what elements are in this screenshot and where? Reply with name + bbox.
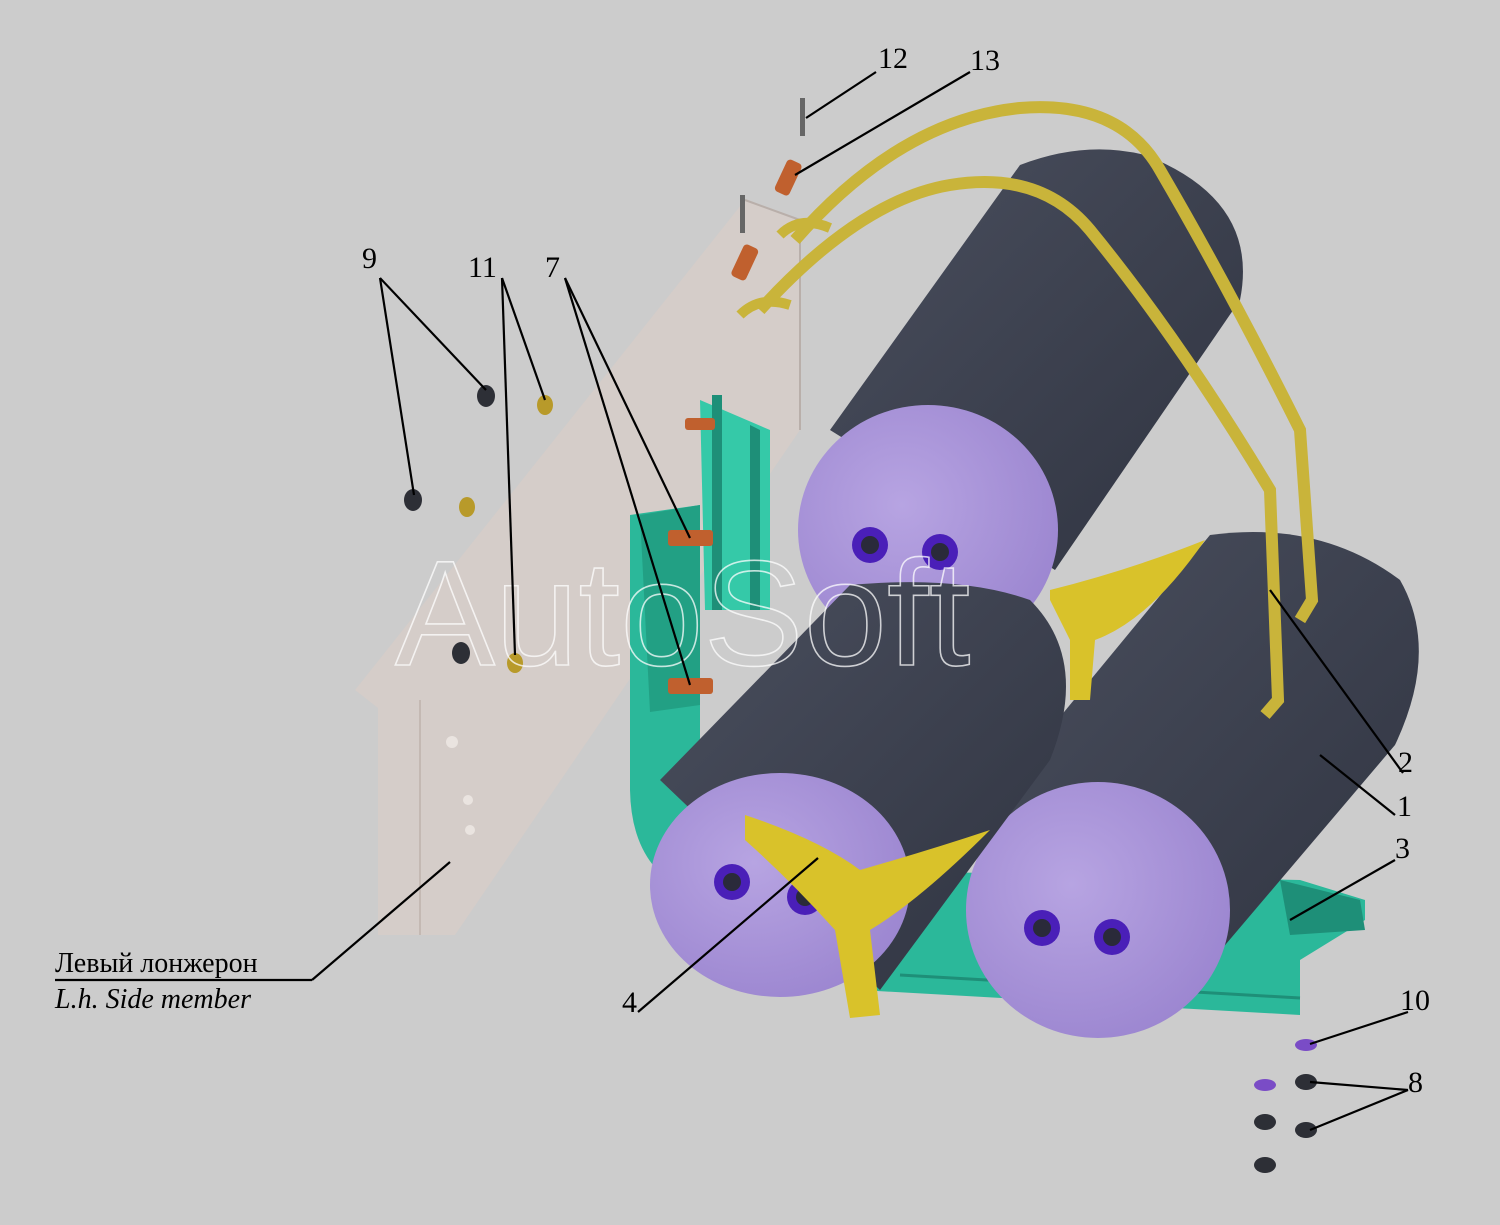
leader-lines bbox=[55, 71, 1409, 1132]
callout-numbers: 2 1 3 4 7 8 9 10 11 12 13 bbox=[362, 42, 1430, 1099]
callout-label: 4 bbox=[622, 986, 637, 1019]
tank-spacers bbox=[745, 540, 1205, 1018]
callout-label: 9 bbox=[362, 242, 377, 275]
callout-label: 11 bbox=[468, 251, 497, 284]
tank-right bbox=[966, 532, 1419, 1038]
callout-label: 13 bbox=[970, 44, 1000, 77]
callout-label: 1 bbox=[1397, 790, 1412, 823]
callout-label: 10 bbox=[1400, 984, 1430, 1017]
strap-pins bbox=[731, 98, 805, 281]
side-member bbox=[355, 199, 801, 935]
callout-label: 3 bbox=[1395, 832, 1410, 865]
bracket-bolts bbox=[668, 418, 715, 694]
side-member-label-ru: Левый лонжерон bbox=[55, 948, 258, 979]
watermark-text: AutoSoft bbox=[395, 529, 970, 697]
callout-label: 2 bbox=[1398, 746, 1413, 779]
side-member-label-en: L.h. Side member bbox=[54, 984, 251, 1015]
callout-label: 8 bbox=[1408, 1066, 1423, 1099]
fasteners bbox=[404, 385, 1317, 1173]
tank-straps bbox=[736, 101, 1319, 719]
callout-label: 7 bbox=[545, 251, 560, 284]
callout-label: 12 bbox=[878, 42, 908, 75]
